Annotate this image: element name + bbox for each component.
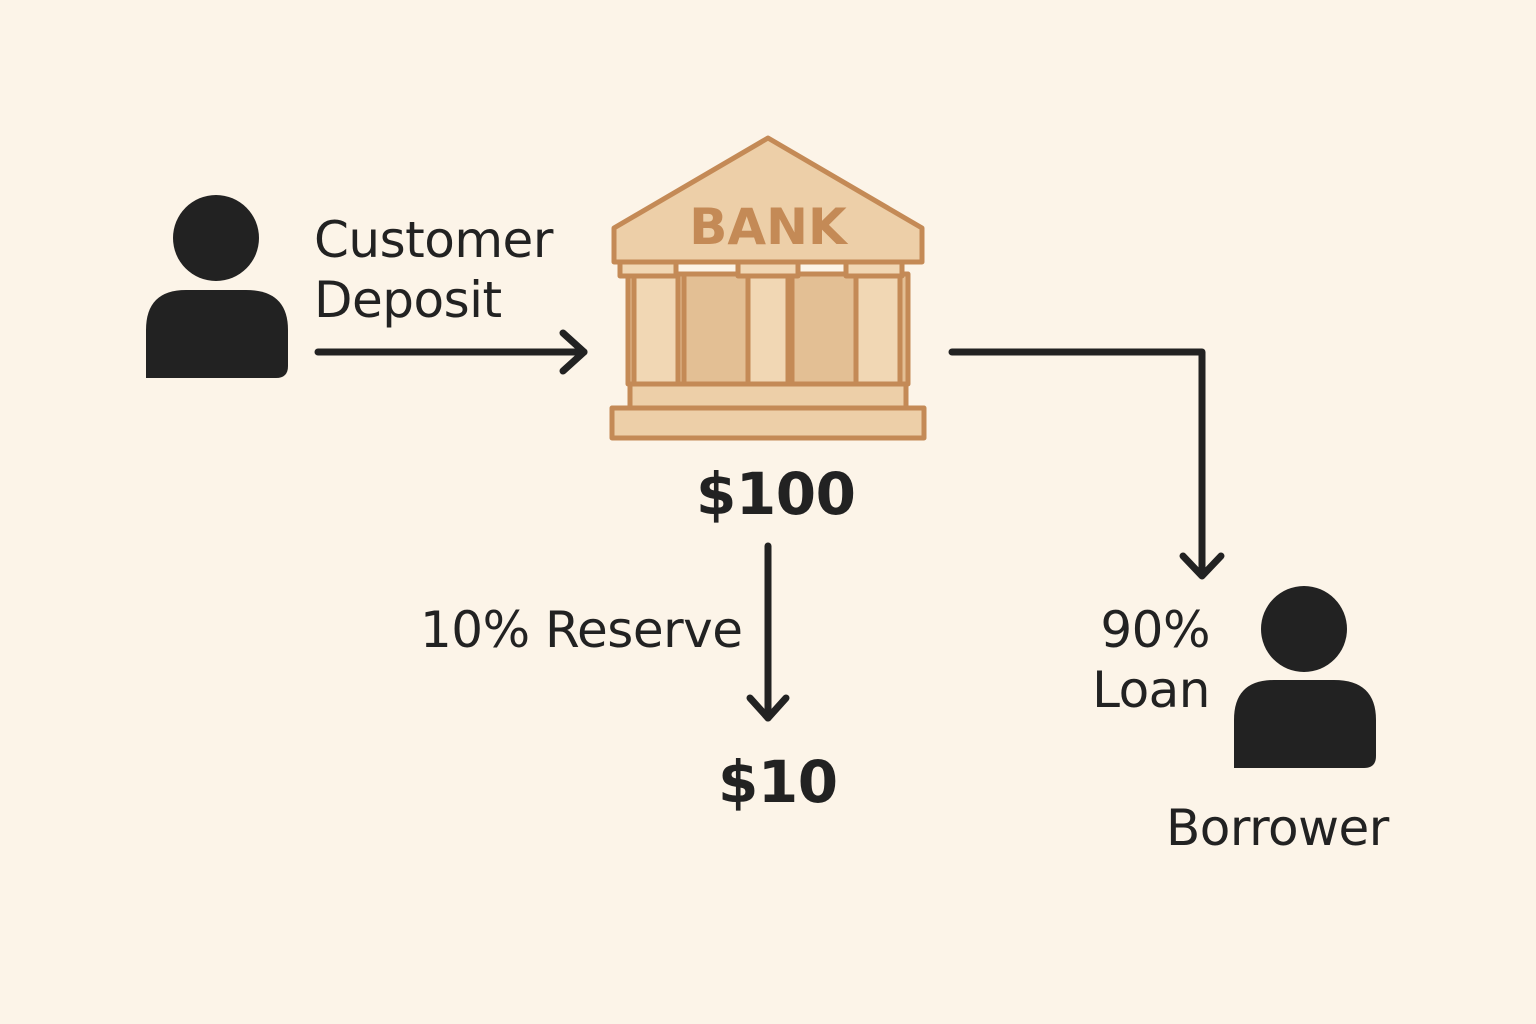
borrower-person-icon xyxy=(1234,586,1376,768)
loan-label-line1: 90% xyxy=(1100,601,1210,659)
reserve-amount-label: $10 xyxy=(718,748,838,816)
loan-label: 90% Loan xyxy=(1080,600,1210,720)
deposit-arrow xyxy=(314,329,588,375)
depositor-person-icon xyxy=(146,195,288,378)
loan-arrow xyxy=(948,348,1225,580)
borrower-label: Borrower xyxy=(1166,799,1389,857)
bank-amount-label: $100 xyxy=(696,460,856,528)
customer-deposit-label-line2: Deposit xyxy=(314,271,502,329)
customer-deposit-label-line1: Customer xyxy=(314,211,553,269)
reserve-label: 10% Reserve xyxy=(420,601,743,659)
reserve-arrow xyxy=(746,542,790,722)
customer-deposit-label: Customer Deposit xyxy=(314,210,553,330)
bank-sign-text: BANK xyxy=(689,198,849,256)
loan-label-line2: Loan xyxy=(1092,661,1210,719)
bank-building-icon xyxy=(609,135,927,441)
